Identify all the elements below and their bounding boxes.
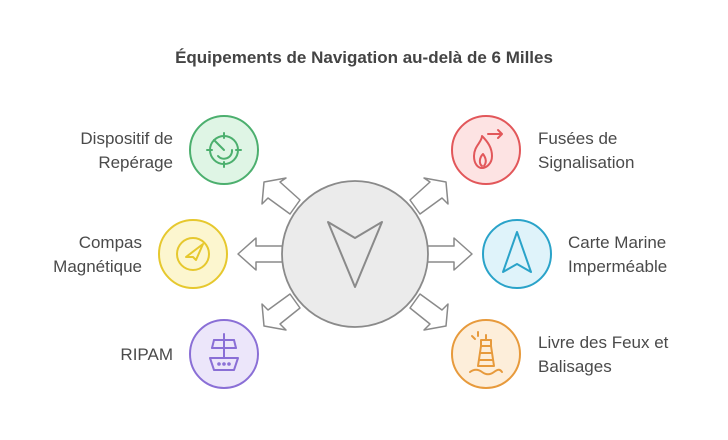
node-compas-magnetique <box>158 219 228 289</box>
arrow-to-item-4 <box>425 237 473 271</box>
label-line: Livre des Feux et <box>538 333 669 352</box>
label-line: Carte Marine <box>568 233 667 252</box>
navigation-arrow-icon <box>327 221 383 288</box>
label-line: Magnétique <box>53 257 142 276</box>
label-ripam: RIPAM <box>120 343 173 367</box>
label-line: Compas <box>78 233 142 252</box>
lighthouse-icon <box>469 331 503 376</box>
label-line: Fusées de <box>538 129 618 148</box>
compass-icon <box>176 237 210 271</box>
label-line: Signalisation <box>538 153 635 172</box>
radar-icon <box>206 132 242 168</box>
flare-icon <box>473 129 503 169</box>
label-compas-magnetique: Compas Magnétique <box>53 231 142 279</box>
diagram-title: Équipements de Navigation au-delà de 6 M… <box>175 48 553 67</box>
arrow-to-item-3 <box>409 177 449 215</box>
label-line: Imperméable <box>568 257 668 276</box>
arrow-to-item-0 <box>261 177 301 215</box>
label-livre-feux: Livre des Feux et Balisages <box>538 331 668 379</box>
arrow-to-item-2 <box>261 293 301 331</box>
node-carte-marine <box>482 219 552 289</box>
chart-arrow-icon <box>502 231 532 273</box>
label-fusees-signalisation: Fusées de Signalisation <box>538 127 634 175</box>
node-dispositif-reperage <box>189 115 259 185</box>
node-fusees-signalisation <box>451 115 521 185</box>
node-ripam <box>189 319 259 389</box>
label-line: Balisages <box>538 357 612 376</box>
ship-icon <box>209 333 239 371</box>
label-line: Repérage <box>98 153 173 172</box>
node-livre-feux <box>451 319 521 389</box>
label-line: RIPAM <box>120 345 173 364</box>
label-carte-marine: Carte Marine Imperméable <box>568 231 667 279</box>
label-line: Dispositif de <box>80 129 173 148</box>
center-node <box>281 180 429 328</box>
arrow-to-item-5 <box>409 293 449 331</box>
connector-arrows <box>237 177 473 331</box>
arrow-to-item-1 <box>237 237 285 271</box>
label-dispositif-reperage: Dispositif de Repérage <box>80 127 173 175</box>
